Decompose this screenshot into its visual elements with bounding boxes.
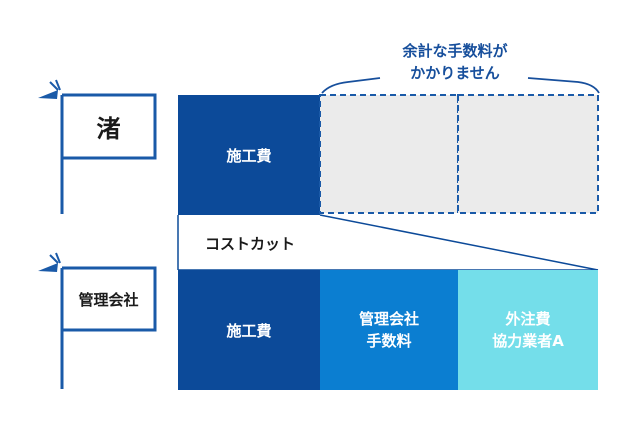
subcontract-label: 外注費 協力業者A (492, 310, 564, 350)
bottom-construction-block (178, 270, 320, 390)
no-extra-fee-callout: 余計な手数料が かかりません (402, 42, 508, 82)
callout-brace (321, 77, 600, 94)
management-fee-label: 管理会社 手数料 (358, 310, 419, 350)
top-flag-label: 渚 (64, 97, 153, 156)
cost-cut-label: コストカット (205, 234, 296, 253)
cost-cut-slant-line (319, 214, 599, 271)
top-construction-label: 施工費 (226, 146, 272, 165)
placeholder-fee-box-1 (319, 94, 459, 214)
bottom-construction-label: 施工費 (226, 321, 272, 340)
placeholder-fee-box-2 (457, 94, 599, 214)
top-flag-icon (38, 79, 157, 214)
top-construction-block (178, 95, 320, 215)
management-fee-block (320, 270, 458, 390)
bottom-flag-icon (38, 252, 157, 389)
subcontract-block (458, 270, 598, 390)
bottom-flag-label: 管理会社 (64, 270, 153, 328)
